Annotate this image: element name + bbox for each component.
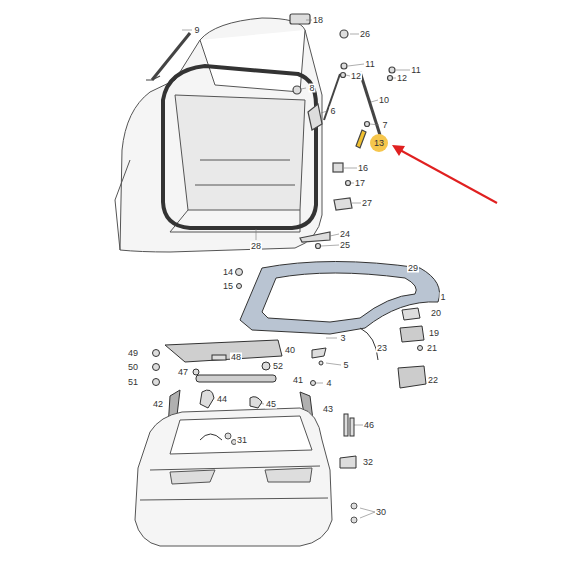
callout-number: 9	[193, 26, 200, 35]
callout-number: 31	[236, 436, 248, 445]
tailgate-panel	[236, 262, 440, 389]
upper-small-parts	[146, 14, 395, 249]
callout-number: 23	[376, 344, 388, 353]
callout-number: 10	[378, 96, 390, 105]
callout-number: 49	[127, 349, 139, 358]
callout-number: 48	[230, 353, 242, 362]
callout-number: 22	[427, 376, 439, 385]
callout-number: 5	[342, 361, 349, 370]
callout-number: 29	[407, 264, 419, 273]
callout-number: 26	[359, 30, 371, 39]
callout-number: 40	[284, 346, 296, 355]
callout-number: 44	[216, 395, 228, 404]
lower-car-view	[135, 408, 357, 546]
callout-number: 51	[127, 378, 139, 387]
callout-number: 41	[292, 376, 304, 385]
pointer-arrow	[392, 145, 497, 203]
callout-number: 4	[325, 379, 332, 388]
callout-number: 20	[430, 309, 442, 318]
callout-number: 43	[322, 405, 334, 414]
callout-number: 12	[396, 74, 408, 83]
callout-number: 14	[222, 268, 234, 277]
callout-number: 11	[410, 66, 421, 75]
callout-number: 50	[127, 363, 139, 372]
callout-number: 18	[312, 16, 324, 25]
spoiler-and-trims	[153, 340, 357, 468]
callout-number: 32	[362, 458, 374, 467]
callout-number: 8	[308, 84, 315, 93]
callout-number: 13	[374, 139, 384, 148]
callout-number: 3	[339, 334, 346, 343]
callout-number: 6	[329, 107, 336, 116]
callout-number: 27	[361, 199, 373, 208]
callout-number: 7	[381, 121, 388, 130]
callout-number: 30	[375, 508, 387, 517]
callout-number: 25	[339, 241, 351, 250]
highlight-circle: 13	[370, 134, 388, 152]
callout-number: 1	[439, 293, 446, 302]
callout-number: 16	[357, 164, 369, 173]
callout-number: 12	[350, 72, 362, 81]
callout-number: 28	[250, 242, 262, 251]
callout-number: 45	[265, 400, 277, 409]
callout-number: 52	[272, 362, 284, 371]
callout-number: 24	[339, 230, 351, 239]
tailgate-seal	[163, 66, 316, 228]
callout-number: 47	[177, 368, 189, 377]
upper-car-view	[115, 18, 322, 252]
callout-number: 46	[363, 421, 375, 430]
callout-number: 42	[152, 400, 164, 409]
callout-number: 17	[354, 179, 366, 188]
callout-number: 15	[222, 282, 234, 291]
callout-number: 11	[364, 60, 375, 69]
callout-number: 19	[428, 329, 440, 338]
callout-number: 21	[426, 344, 438, 353]
